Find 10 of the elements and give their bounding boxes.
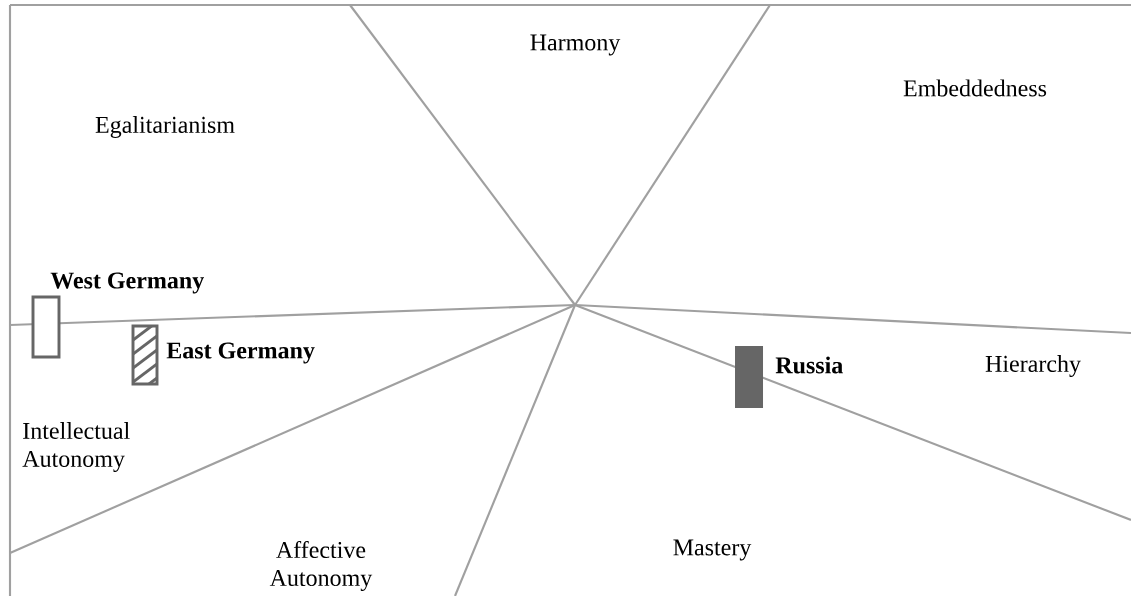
- country-label: East Germany: [166, 342, 315, 364]
- region-label: Harmony: [530, 34, 621, 56]
- region-label: Mastery: [673, 539, 752, 561]
- region-label: Affective Autonomy: [269, 540, 373, 592]
- region-label: Intellectual Autonomy: [22, 422, 130, 472]
- region-label: Embeddedness: [903, 79, 1047, 97]
- country-label: Russia: [775, 356, 843, 374]
- region-label: Hierarchy: [985, 355, 1081, 377]
- country-label: West Germany: [50, 272, 204, 294]
- region-label: Egalitarianism: [95, 116, 235, 138]
